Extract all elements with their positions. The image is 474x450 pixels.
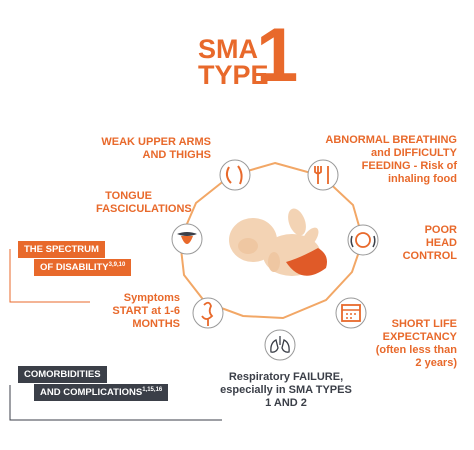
weak-arms-label: WEAK UPPER ARMS AND THIGHS	[101, 136, 211, 161]
respiratory-label: Respiratory FAILURE, especially in SMA T…	[220, 371, 352, 409]
comorbid-badge-line2: AND COMPLICATIONS1,15,16	[34, 384, 169, 402]
title-number: 1	[256, 13, 299, 98]
calendar-icon	[335, 297, 367, 329]
abnormal-breathing-label: ABNORMAL BREATHING and DIFFICULTY FEEDIN…	[325, 134, 457, 185]
poor-head-label: POOR HEAD CONTROL	[402, 224, 457, 262]
flamingo-icon	[192, 297, 224, 329]
symptoms-label: Symptoms START at 1-6 MONTHS	[112, 292, 180, 330]
spectrum-badge-line1: THE SPECTRUM	[18, 241, 105, 258]
spectrum-badge-line2: OF DISABILITY3,9,10	[34, 259, 132, 277]
lungs-icon	[264, 329, 296, 361]
arm-leg-icon	[219, 159, 251, 191]
title-sma: SMA	[198, 34, 258, 64]
fork-knife-icon	[307, 159, 339, 191]
short-life-label: SHORT LIFE EXPECTANCY (often less than 2…	[375, 318, 457, 369]
head-icon	[347, 224, 379, 256]
tongue-icon	[171, 223, 203, 255]
baby-illustration	[229, 208, 327, 276]
comorbid-badge-line1: COMORBIDITIES	[18, 366, 107, 383]
title-type: TYPE	[198, 60, 269, 90]
